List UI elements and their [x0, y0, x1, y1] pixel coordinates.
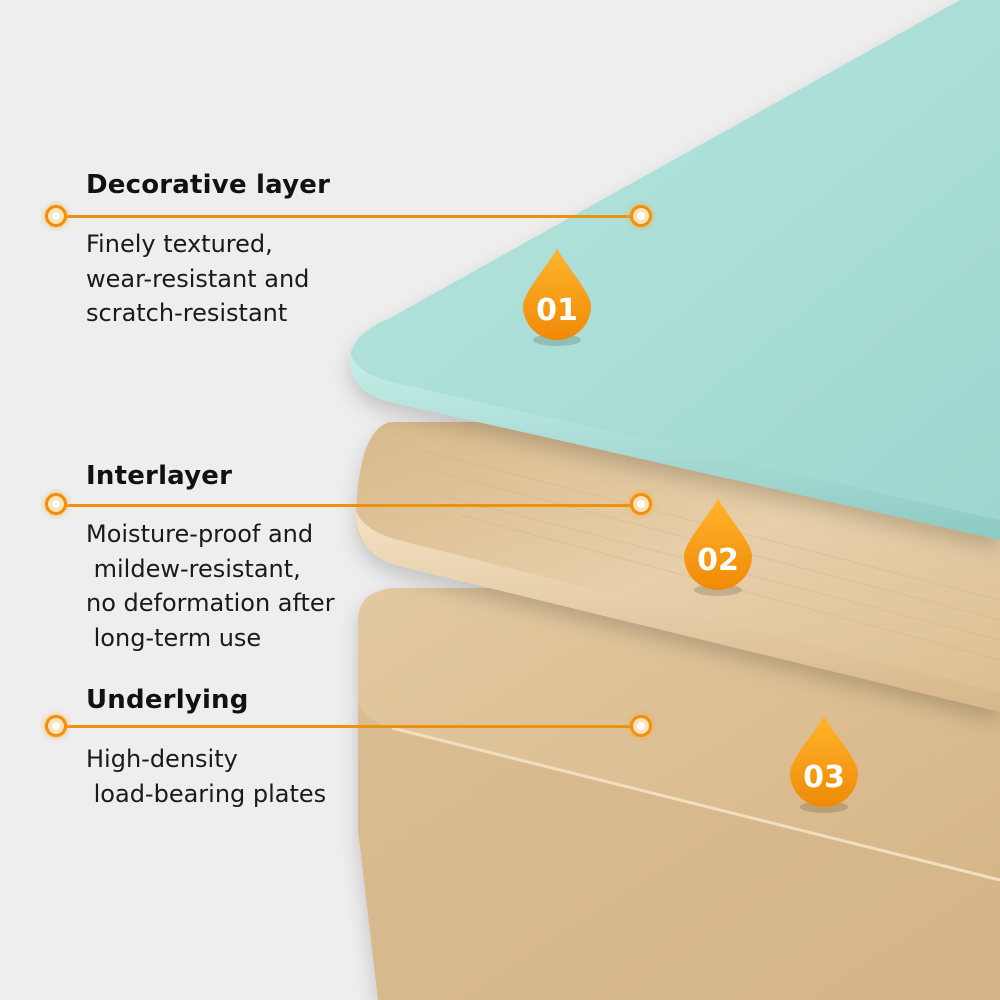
- connector-line-2: [56, 504, 642, 507]
- marker-dot-icon: [45, 205, 67, 227]
- layer-title-interlayer: Interlayer: [86, 461, 233, 491]
- layer-description-interlayer: Moisture-proof and mildew-resistant, no …: [86, 520, 335, 652]
- connector-line-1: [56, 215, 642, 218]
- water-drop-icon: 02: [684, 498, 752, 596]
- connector-line-3: [56, 725, 642, 728]
- drop-number-label: 02: [697, 543, 739, 578]
- underlying-board: [358, 588, 1000, 1000]
- marker-dot-icon: [45, 715, 67, 737]
- drop-number-label: 03: [803, 760, 845, 795]
- layer-description-underlying: High-density load-bearing plates: [86, 745, 327, 808]
- decorative-board: [350, 0, 1000, 540]
- marker-dot-icon: [630, 715, 652, 737]
- water-drop-icon: 01: [523, 248, 591, 346]
- drop-number-label: 01: [536, 293, 578, 328]
- marker-dot-icon: [630, 205, 652, 227]
- layer-title-underlying: Underlying: [86, 685, 249, 715]
- marker-dot-icon: [45, 493, 67, 515]
- marker-dot-icon: [630, 493, 652, 515]
- layer-title-decorative: Decorative layer: [86, 170, 331, 200]
- layer-description-decorative: Finely textured, wear-resistant and scra…: [86, 230, 310, 327]
- water-drop-icon: 03: [790, 715, 858, 813]
